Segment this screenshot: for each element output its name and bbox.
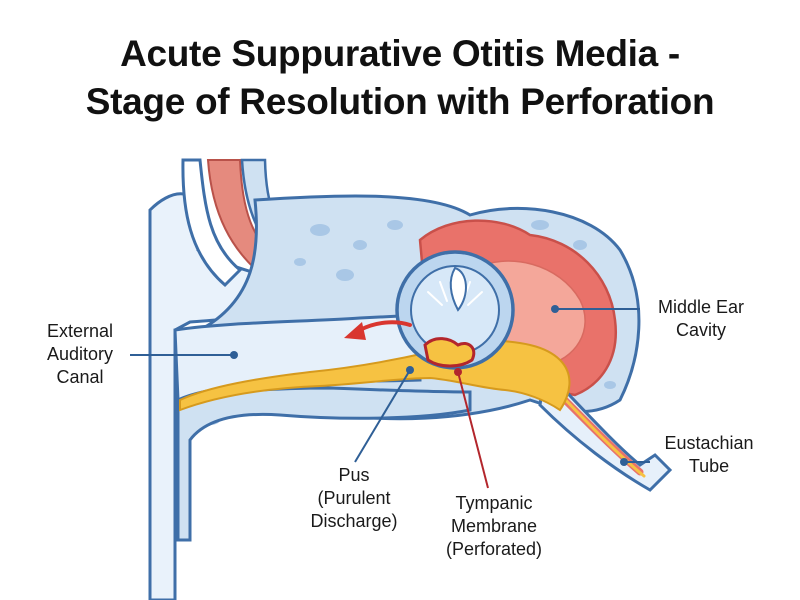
discharge-arrow-head — [344, 322, 366, 340]
leader-pus — [354, 369, 411, 463]
diagram-title: Acute Suppurative Otitis Media - Stage o… — [0, 30, 800, 126]
discharge-arrow-shaft — [358, 320, 412, 332]
eustachian-tube — [538, 366, 673, 492]
marker-middle-ear — [551, 305, 559, 313]
marker-external-canal — [230, 351, 238, 359]
leader-tympanic — [457, 371, 489, 489]
label-eustachian-tube: Eustachian Tube — [664, 433, 754, 476]
label-pus-discharge: Pus (Purulent Discharge) — [310, 465, 398, 531]
marker-pus — [406, 366, 414, 374]
label-external-auditory-canal: External Auditory Canal — [46, 321, 114, 387]
perforation — [423, 337, 476, 368]
title-line-2: Stage of Resolution with Perforation — [85, 81, 715, 122]
malleus — [449, 266, 467, 312]
auricle-cartilage — [181, 158, 243, 288]
title-line-1: Acute Suppurative Otitis Media - — [120, 33, 680, 74]
label-tympanic-membrane: Tympanic Membrane (Perforated) — [445, 493, 543, 559]
label-middle-ear-cavity: Middle Ear Cavity — [657, 297, 745, 340]
marker-eustachian — [620, 458, 628, 466]
marker-tympanic — [454, 368, 462, 376]
